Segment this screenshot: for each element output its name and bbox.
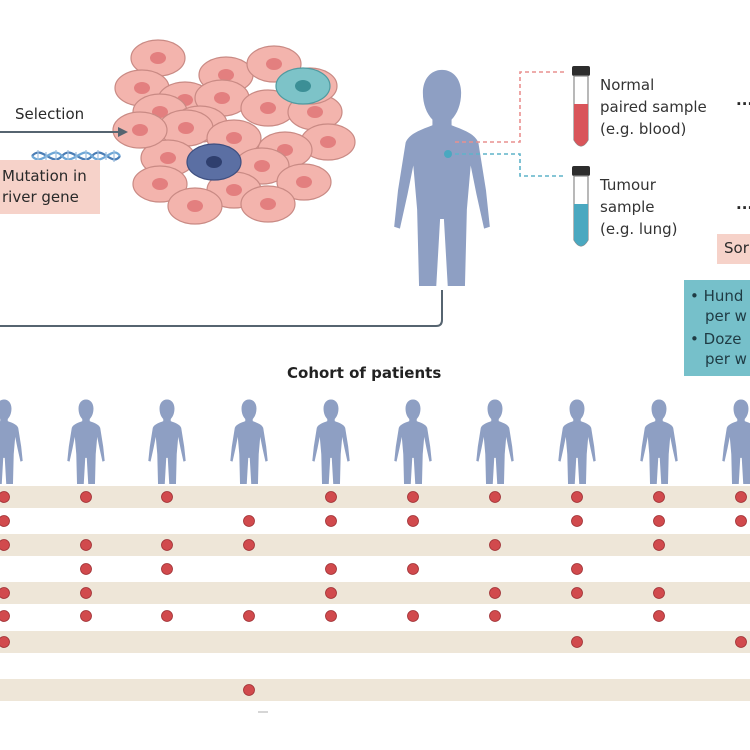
mutation-dot [735,515,747,527]
cell [130,39,186,77]
mutation-dot [80,563,92,575]
row-band [0,486,750,508]
mutation-dot [0,491,10,503]
mutation-label-line2: river gene [2,188,79,206]
teal-bullet-2: • Doze [690,330,742,348]
mutation-dot [80,491,92,503]
cohort-patient-silhouette [148,399,186,484]
mutation-row-bands [0,486,750,701]
ellipsis-bottom: ... [736,195,750,213]
teal-cell [275,67,331,105]
somatic-label-box [717,234,750,264]
cell [276,163,332,201]
mutation-dot [489,610,501,622]
cohort-patient-silhouette [476,399,514,484]
cohort-patient-silhouette [67,399,105,484]
row-band [0,582,750,604]
mutation-dot [735,636,747,648]
normal-sample-connector [455,71,566,143]
mutation-dot [653,610,665,622]
mutation-dot [571,563,583,575]
mutation-dot [161,491,173,503]
mutation-dot [243,515,255,527]
teal-info-box [684,280,750,376]
cohort-patient-silhouette [722,399,750,484]
tumour-sample-tube-icon [572,166,590,247]
mutation-dot [653,491,665,503]
mutation-dots [0,491,747,696]
mutation-dot [407,610,419,622]
row-band [0,534,750,556]
row-band [0,679,750,701]
cell [132,165,188,203]
row-band [0,631,750,653]
cell [112,111,168,149]
patient-silhouette [394,69,490,286]
cohort-silhouettes [0,399,750,484]
tumour-cell-cluster [112,39,356,225]
selection-label: Selection [15,105,85,123]
cohort-title: Cohort of patients [287,364,442,382]
mutation-dot [161,610,173,622]
mutation-dot [571,636,583,648]
mutation-dot [325,491,337,503]
mutation-dot [325,515,337,527]
mutation-dot [243,610,255,622]
mutation-dot [0,610,10,622]
ellipsis-top: ... [736,91,750,109]
sample-site-marker [444,150,452,158]
cohort-patient-silhouette [640,399,678,484]
mutation-dot [80,539,92,551]
cohort-patient-silhouette [312,399,350,484]
mutation-dot [407,563,419,575]
selection-arrow [0,127,128,137]
mutation-dot [489,491,501,503]
cohort-patient-silhouette [394,399,432,484]
cohort-patient-silhouette [230,399,268,484]
mutation-dot [407,491,419,503]
mutation-dot [571,515,583,527]
normal-sample-tube-icon [572,66,590,147]
mutation-dot [325,610,337,622]
mutation-dot [653,587,665,599]
cell [167,187,223,225]
mutation-label-line1: Mutation in [2,167,87,185]
connector-line [0,290,443,327]
mutation-dot [325,587,337,599]
cell [240,89,296,127]
mutation-dot [571,587,583,599]
mutation-dot [489,587,501,599]
mutation-dot [653,515,665,527]
mutation-dot [161,539,173,551]
mutation-dot [0,587,10,599]
mutation-dot [0,515,10,527]
cohort-patient-silhouette [558,399,596,484]
cohort-patient-silhouette [0,399,23,484]
mutation-dot [0,636,10,648]
mutation-dot [161,563,173,575]
cell [240,185,296,223]
mutation-dot [0,539,10,551]
teal-bullet-2-cont: per w [705,350,747,368]
normal-sample-label: Normal paired sample (e.g. blood) [600,76,707,138]
mutation-dot [325,563,337,575]
teal-bullet-1: • Hund [690,287,744,305]
mutation-dot [653,539,665,551]
mutation-label-box [0,160,100,214]
mutation-dot [407,515,419,527]
somatic-label: Sor [724,239,749,257]
mutation-dot [243,539,255,551]
tumour-sample-label: Tumour sample (e.g. lung) [600,176,678,238]
dna-helix-icon [31,150,121,162]
mutation-dot [735,491,747,503]
mutant-cell [186,143,242,181]
mutation-dot [243,684,255,696]
mutation-dot [571,491,583,503]
mutation-dot [489,539,501,551]
mutation-dot [80,610,92,622]
teal-bullet-1-cont: per w [705,307,747,325]
mutation-dot [80,587,92,599]
